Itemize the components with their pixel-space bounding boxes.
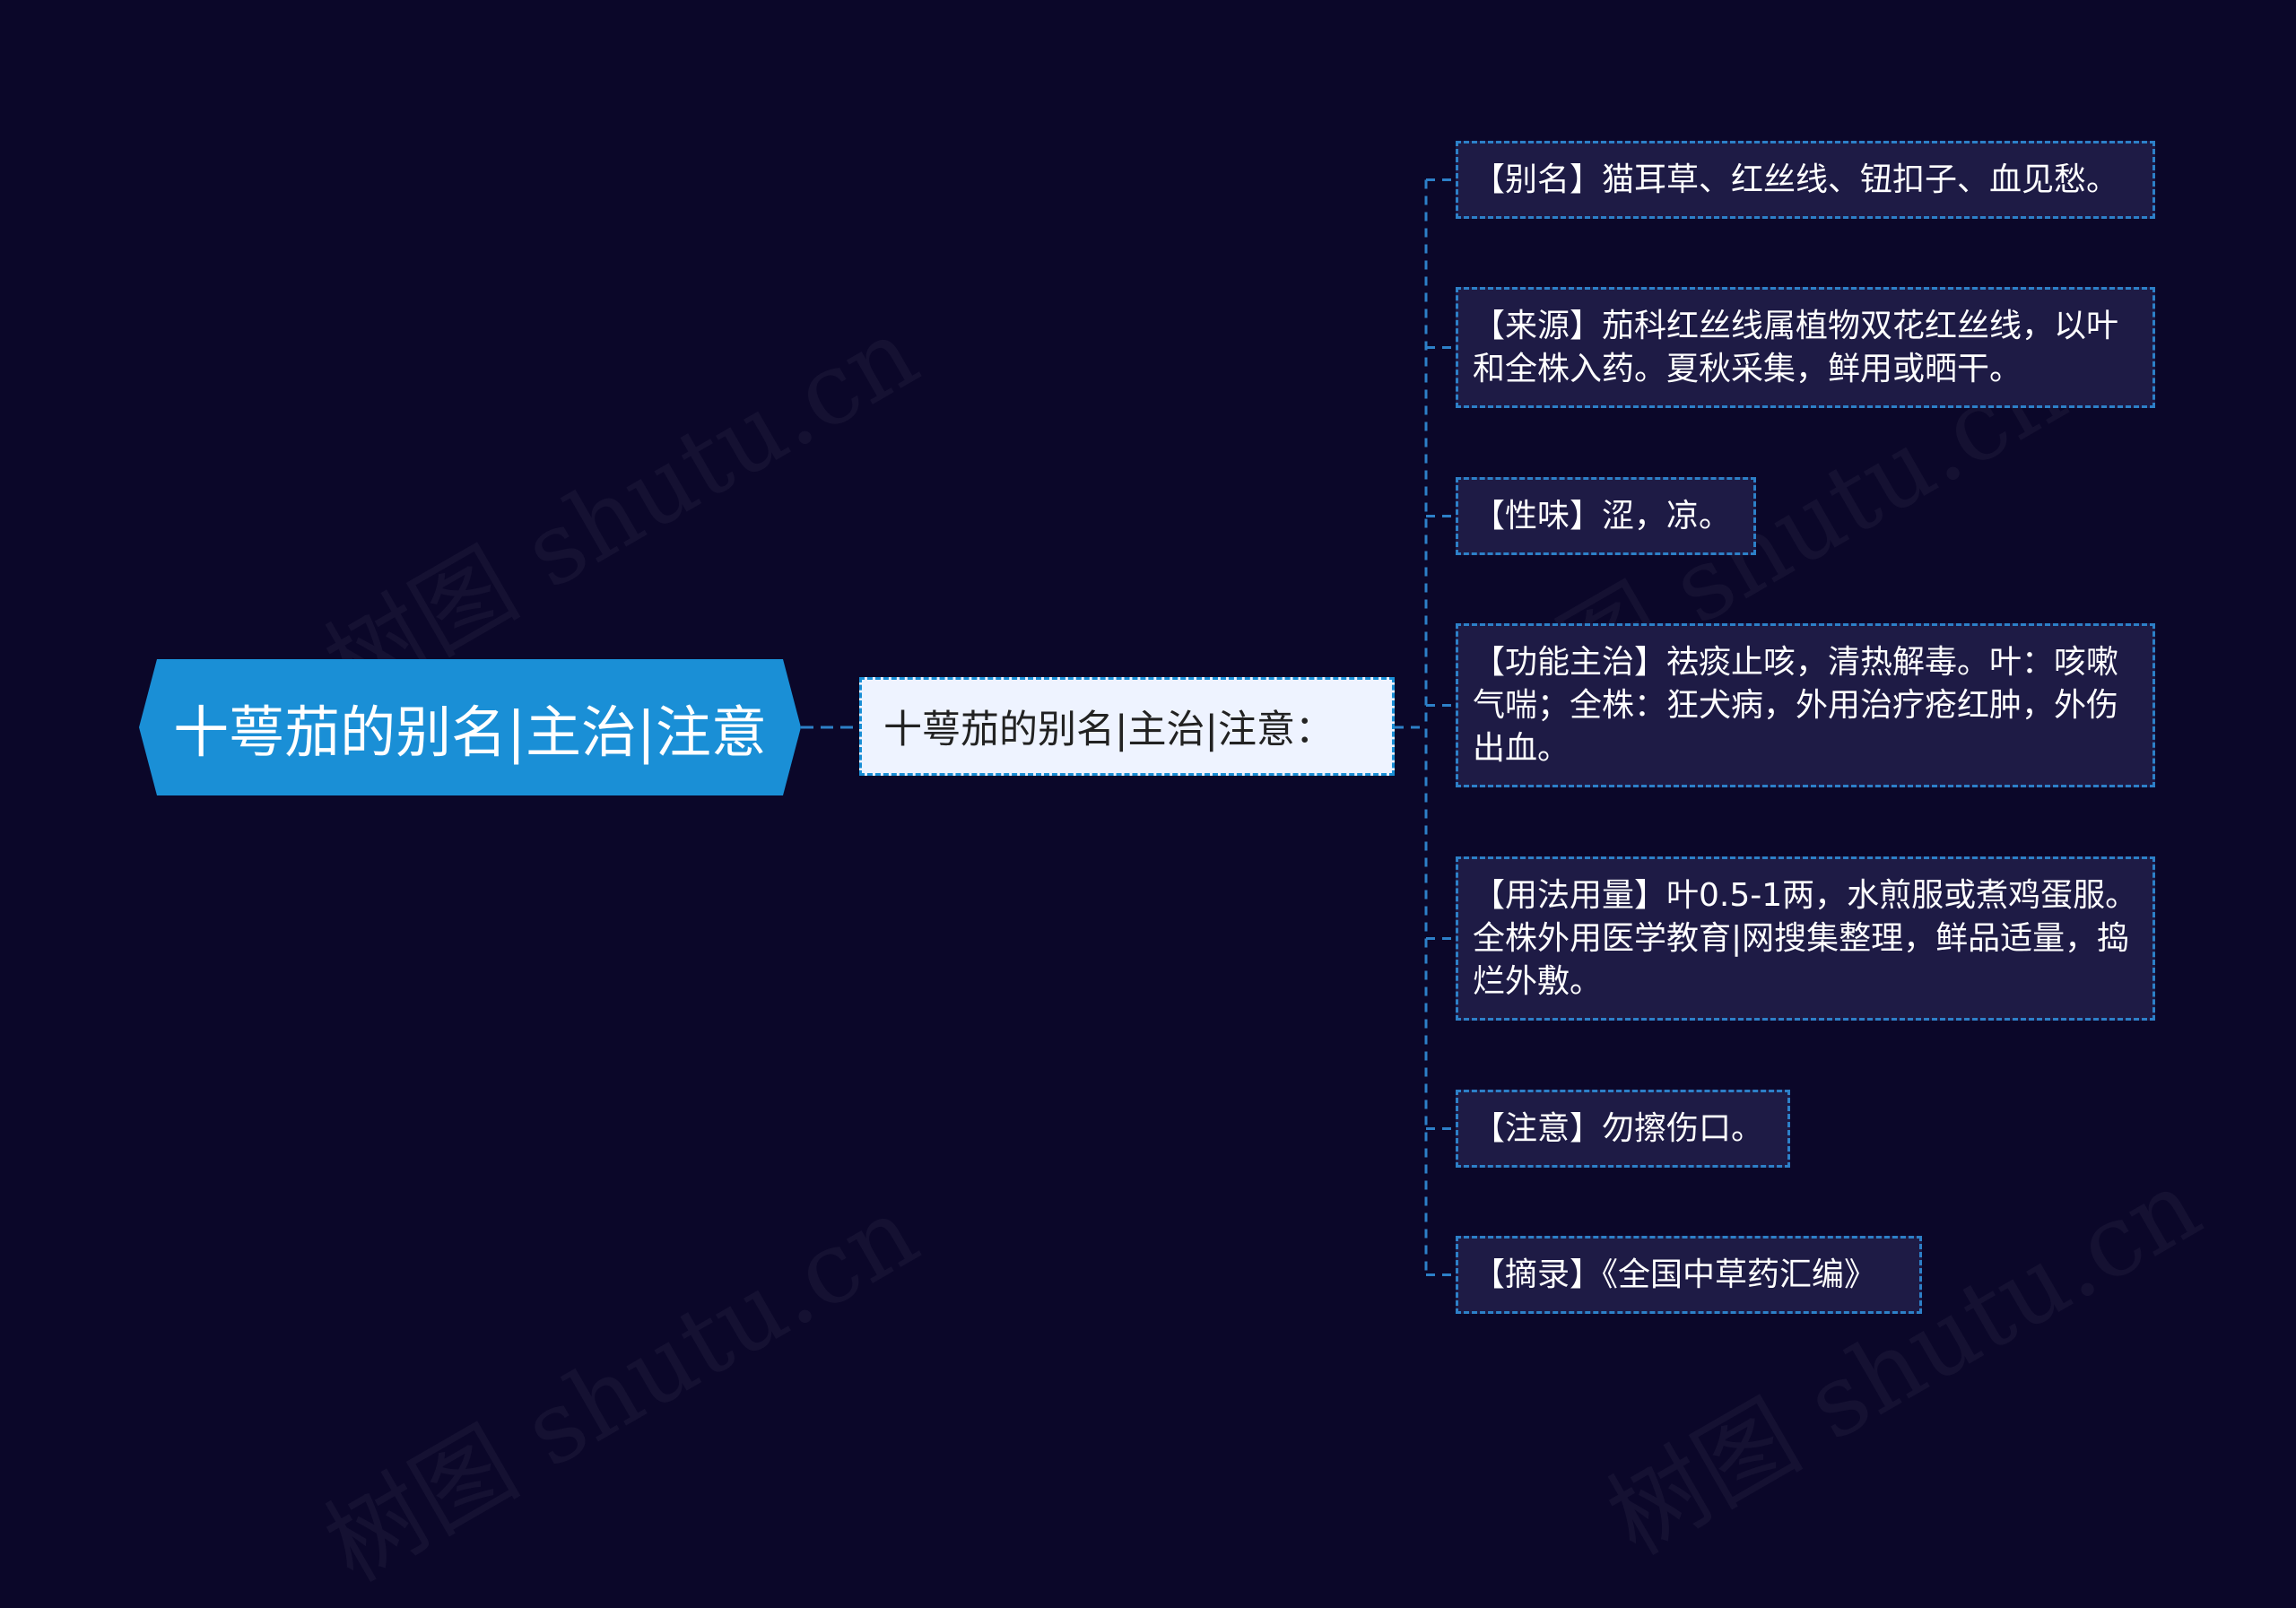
connector-lines <box>801 178 1456 1276</box>
leaf-node-nature[interactable]: 【性味】涩，凉。 <box>1456 477 1756 555</box>
leaf-node-dosage[interactable]: 【用法用量】叶0.5-1两，水煎服或煮鸡蛋服。全株外用医学教育|网搜集整理，鲜品… <box>1456 856 2155 1021</box>
root-node-label: 十萼茄的别名|主治|注意 <box>173 700 767 765</box>
leaf-node-text: 【别名】猫耳草、红丝线、钮扣子、血见愁。 <box>1473 161 2119 198</box>
leaf-node-text: 【摘录】《全国中草药汇编》 <box>1473 1256 1877 1293</box>
leaf-node-source[interactable]: 【来源】茄科红丝线属植物双花红丝线，以叶和全株入药。夏秋采集，鲜用或晒干。 <box>1456 287 2155 408</box>
leaf-node-caution[interactable]: 【注意】勿擦伤口。 <box>1456 1090 1790 1168</box>
leaf-node-text: 【功能主治】祛痰止咳，清热解毒。叶：咳嗽气喘；全株：狂犬病，外用治疗疮红肿，外伤… <box>1473 643 2119 767</box>
leaf-node-text: 【性味】涩，凉。 <box>1473 497 1732 535</box>
leaf-node-text: 【注意】勿擦伤口。 <box>1473 1109 1764 1147</box>
leaf-branches <box>1426 178 1456 1276</box>
root-node[interactable]: 十萼茄的别名|主治|注意 <box>139 659 801 795</box>
subtopic-node-label: 十萼茄的别名|主治|注意： <box>883 708 1334 752</box>
leaf-node-text: 【用法用量】叶0.5-1两，水煎服或煮鸡蛋服。全株外用医学教育|网搜集整理，鲜品… <box>1473 876 2138 1000</box>
leaf-node-text: 【来源】茄科红丝线属植物双花红丝线，以叶和全株入药。夏秋采集，鲜用或晒干。 <box>1473 307 2119 387</box>
subtopic-node[interactable]: 十萼茄的别名|主治|注意： <box>859 677 1395 776</box>
leaf-node-alias[interactable]: 【别名】猫耳草、红丝线、钮扣子、血见愁。 <box>1456 141 2155 219</box>
leaf-node-excerpt[interactable]: 【摘录】《全国中草药汇编》 <box>1456 1236 1922 1314</box>
leaf-node-indications[interactable]: 【功能主治】祛痰止咳，清热解毒。叶：咳嗽气喘；全株：狂犬病，外用治疗疮红肿，外伤… <box>1456 623 2155 787</box>
